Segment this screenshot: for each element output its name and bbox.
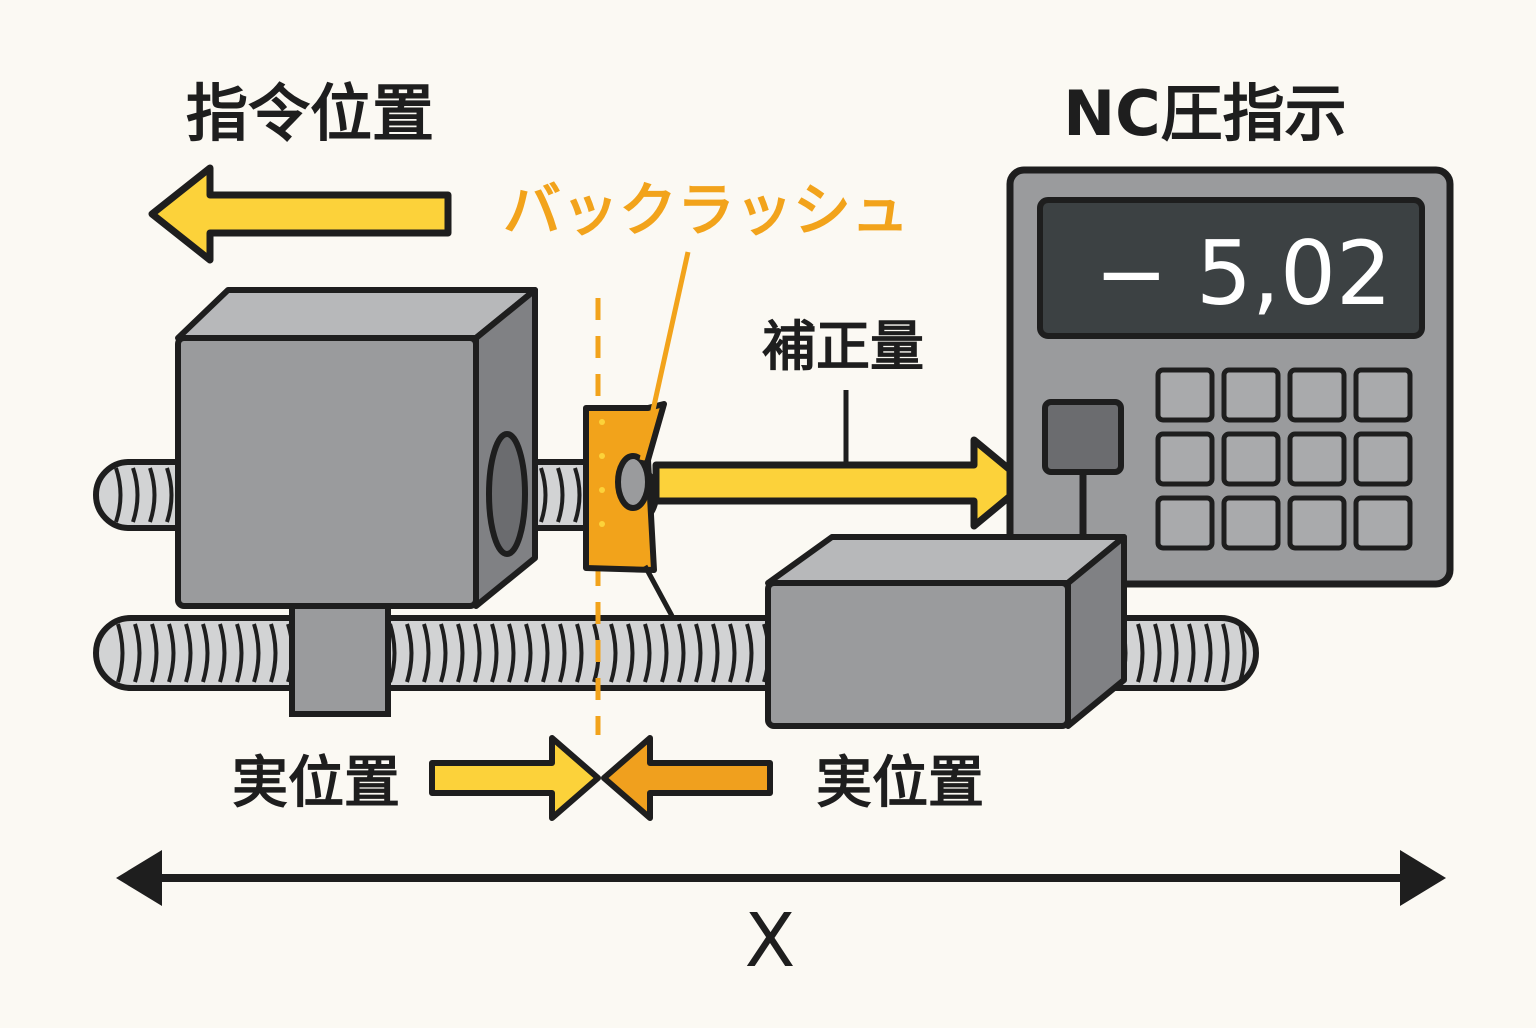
nut-leader-line (642, 564, 675, 618)
screw-thread (405, 623, 414, 683)
nc-keypad-key[interactable] (1353, 367, 1413, 423)
screw-thread (660, 623, 669, 683)
left-machine-block (175, 287, 538, 609)
backlash-nut (583, 401, 667, 573)
nc-keypad-key[interactable] (1221, 431, 1281, 487)
screw-thread (1187, 623, 1196, 683)
screw-thread (439, 623, 448, 683)
screw-thread (116, 623, 125, 683)
screw-thread (131, 467, 140, 523)
actual-position-arrow-right (601, 735, 773, 821)
nc-indicator-label: NC圧指示 (1063, 77, 1346, 150)
backlash-callout-line (639, 251, 691, 461)
screw-thread (1153, 623, 1162, 683)
screw-thread (235, 623, 244, 683)
nc-display-value: − 5,02 (1094, 222, 1392, 325)
screw-thread (473, 623, 482, 683)
screw-thread (148, 467, 157, 523)
screw-thread (677, 623, 686, 683)
screw-thread (694, 623, 703, 683)
command-position-label: 指令位置 (186, 77, 434, 150)
nc-keypad-key[interactable] (1221, 367, 1281, 423)
actual-position-label-left: 実位置 (232, 751, 400, 816)
nc-keypad-key[interactable] (1155, 495, 1215, 551)
screw-thread (575, 623, 584, 683)
nc-controller: − 5,02 (1006, 166, 1454, 588)
screw-thread (1221, 623, 1230, 683)
screw-thread (165, 467, 174, 523)
screw-thread (456, 623, 465, 683)
screw-thread (201, 623, 210, 683)
screw-thread (541, 623, 550, 683)
nc-keypad-key[interactable] (1287, 431, 1347, 487)
screw-thread (626, 623, 635, 683)
nc-display-screen (1037, 197, 1425, 339)
screw-thread (711, 623, 720, 683)
screw-thread (218, 623, 227, 683)
screw-thread (150, 623, 159, 683)
nc-side-button[interactable] (1042, 399, 1124, 475)
x-axis-arrow (116, 850, 1446, 906)
screw-thread (643, 623, 652, 683)
screw-thread (1170, 623, 1179, 683)
actual-position-arrow-left (429, 735, 601, 821)
backlash-label: バックラッシュ (503, 176, 909, 244)
screw-thread (573, 467, 582, 523)
right-machine-block (765, 534, 1127, 729)
correction-label: 補正量 (762, 315, 924, 378)
screw-thread (184, 623, 193, 683)
screw-thread (490, 623, 499, 683)
screw-thread (1238, 623, 1247, 683)
actual-position-label-right: 実位置 (816, 751, 984, 816)
left-block-bracket (289, 595, 391, 717)
correction-arrow (652, 436, 1030, 530)
screw-thread (269, 623, 278, 683)
screw-thread (1204, 623, 1213, 683)
screw-thread (1136, 623, 1145, 683)
nc-keypad-key[interactable] (1287, 495, 1347, 551)
screw-thread (745, 623, 754, 683)
screw-thread (728, 623, 737, 683)
screw-thread (556, 467, 565, 523)
screw-thread (609, 623, 618, 683)
screw-thread (252, 623, 261, 683)
screw-thread (507, 623, 516, 683)
nc-keypad-key[interactable] (1287, 367, 1347, 423)
nc-keypad-key[interactable] (1155, 431, 1215, 487)
screw-thread (167, 623, 176, 683)
command-direction-arrow (148, 164, 452, 264)
nc-keypad-key[interactable] (1353, 431, 1413, 487)
nc-keypad-key[interactable] (1221, 495, 1281, 551)
screw-thread (133, 623, 142, 683)
nc-keypad (1155, 367, 1413, 551)
nc-keypad-key[interactable] (1155, 367, 1215, 423)
screw-thread (114, 467, 123, 523)
screw-thread (388, 623, 397, 683)
nc-keypad-key[interactable] (1353, 495, 1413, 551)
screw-thread (422, 623, 431, 683)
screw-thread (524, 623, 533, 683)
x-axis-label: X (745, 898, 796, 984)
screw-thread (539, 467, 548, 523)
screw-thread (558, 623, 567, 683)
